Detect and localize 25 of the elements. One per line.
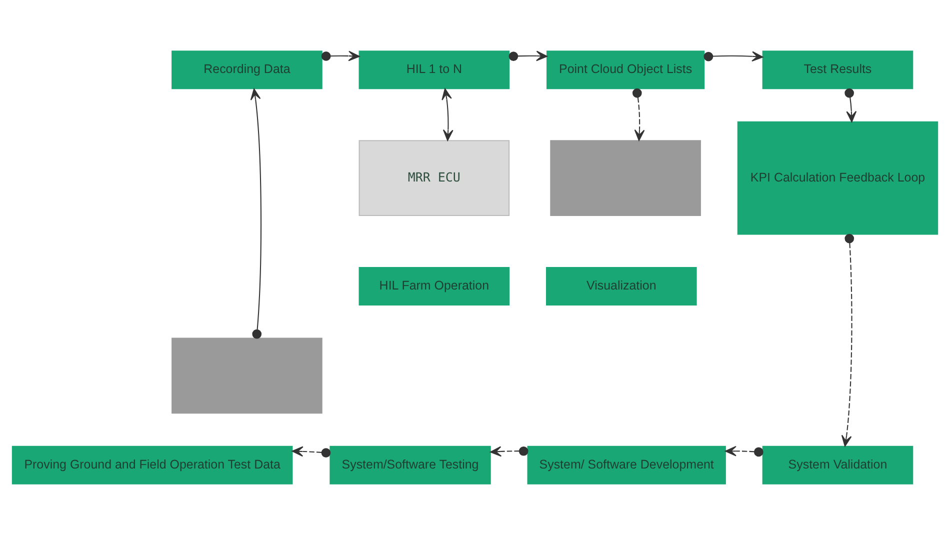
arrow [250,88,262,339]
arrow [632,88,645,141]
node-box: Visualization [546,266,697,306]
node-box: System/Software Testing [330,446,491,484]
node-box: System/ Software Development [527,446,726,484]
node-box: KPI Calculation Feedback Loop [737,121,938,235]
node-box: Proving Ground and Field Operation Test Data [12,446,293,484]
arrow [490,446,528,457]
arrow [844,88,857,122]
arrow [725,446,764,457]
arrow [321,50,360,62]
node-box: Recording Data [172,50,322,90]
node-box: System Validation [762,446,914,484]
arrow [704,51,764,62]
node-box: MRR ECU [358,140,510,216]
node-box [550,140,701,216]
node-box: HIL 1 to N [358,50,510,90]
arrow [292,446,331,458]
node-box: HIL Farm Operation [358,266,510,306]
node-box [172,338,322,414]
arrow [442,88,454,141]
arrow [841,234,854,447]
arrow [508,50,548,62]
node-box: Test Results [762,50,914,90]
node-box: Point Cloud Object Lists [546,50,705,90]
